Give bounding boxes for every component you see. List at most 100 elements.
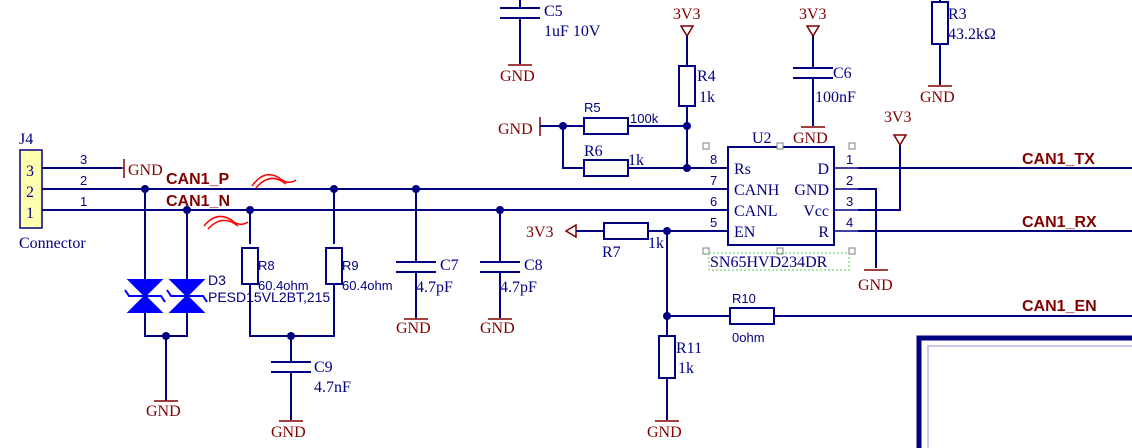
gnd-label: GND [128, 162, 163, 179]
u2-pin-gnd: GND [794, 182, 829, 199]
u2-pin-5-num: 5 [710, 215, 717, 230]
svg-text:GND: GND [480, 320, 515, 337]
r10-designator: R10 [732, 291, 756, 306]
u2-body [727, 146, 835, 246]
r6-value: 1k [628, 152, 644, 169]
r3-designator: R3 [948, 6, 967, 23]
u2-pin-2-num: 2 [846, 173, 853, 188]
svg-text:GND: GND [146, 403, 181, 420]
svg-text:GND: GND [271, 424, 306, 441]
c5-value: 1uF 10V [544, 23, 601, 40]
r11-designator: R11 [676, 340, 702, 357]
v33-symbol-r4: 3V3 [673, 6, 701, 38]
resistor-r3 [931, 1, 949, 45]
diff-pair-marker-n [203, 215, 249, 230]
v33-symbol-u2: 3V3 [884, 109, 912, 147]
u2-pin-7-num: 7 [710, 173, 717, 188]
d3-value: PESD15VL2BT,215 [208, 289, 330, 305]
r8-designator: R8 [258, 258, 275, 273]
gnd-symbol-c7: GND [396, 318, 431, 337]
svg-text:3V3: 3V3 [799, 6, 827, 23]
r10-value: 0ohm [732, 330, 765, 345]
capacitor-c5 [500, 0, 540, 64]
u2-pin-1-num: 1 [846, 152, 853, 167]
net-label-can1-n: CAN1_N [166, 193, 230, 210]
r7-designator: R7 [602, 244, 621, 261]
c8-value: 4.7pF [500, 279, 537, 296]
svg-text:GND: GND [396, 320, 431, 337]
j4-pin-2-number: 2 [80, 173, 87, 188]
svg-text:GND: GND [498, 121, 533, 138]
r4-designator: R4 [697, 68, 716, 85]
j4-pin-3-number: 3 [80, 152, 87, 167]
r5-designator: R5 [584, 100, 601, 115]
u2-pin-vcc: Vcc [803, 203, 829, 220]
u2-part-number: SN65HVD234DR [710, 254, 828, 271]
junction-dots [141, 122, 691, 340]
resistor-r8 [241, 247, 259, 285]
svg-text:GND: GND [500, 68, 535, 85]
u2-pin-3-num: 3 [846, 194, 853, 209]
u2-pin-rs: Rs [734, 161, 751, 178]
net-label-can1-p: CAN1_P [166, 171, 229, 188]
j4-pin-1-label: 1 [26, 205, 34, 222]
sheet-symbol-shadow [927, 345, 1132, 448]
svg-text:GND: GND [793, 130, 828, 147]
j4-designator: J4 [19, 131, 33, 148]
r9-value: 60.4ohm [342, 278, 393, 293]
resistor-r4 [678, 65, 696, 107]
c9-value: 4.7nF [314, 379, 351, 396]
capacitor-c7 [396, 261, 436, 273]
r3-value: 43.2kΩ [948, 26, 996, 43]
u2-pin-8-num: 8 [710, 152, 717, 167]
connector-j4: J4 3 2 1 3 2 1 Connector [19, 131, 122, 252]
r7-value: 1k [648, 235, 664, 252]
svg-text:3V3: 3V3 [884, 109, 912, 126]
r4-value: 1k [699, 89, 715, 106]
c6-value: 100nF [815, 89, 856, 106]
resistor-r9 [325, 247, 343, 285]
resistor-r6 [583, 159, 629, 177]
r6-designator: R6 [584, 143, 603, 160]
svg-text:3V3: 3V3 [526, 224, 554, 241]
resistor-r10 [729, 307, 775, 325]
gnd-symbol-c9: GND [271, 420, 306, 441]
u2-pin-canl: CANL [734, 203, 778, 220]
svg-text:GND: GND [858, 277, 893, 294]
c7-designator: C7 [440, 257, 459, 274]
u2-pin-en: EN [734, 224, 756, 241]
svg-text:3V3: 3V3 [673, 6, 701, 23]
v33-symbol-c6: 3V3 [799, 6, 827, 38]
gnd-symbol-r5: GND [498, 117, 541, 138]
gnd-symbol-c5: GND [500, 64, 535, 85]
d3-designator: D3 [208, 272, 226, 288]
gnd-symbol-c6: GND [793, 126, 828, 147]
sheet-symbol-border [916, 335, 1132, 448]
gnd-symbol-r11: GND [647, 420, 682, 441]
resistor-r5 [583, 117, 629, 135]
gnd-symbol-d3: GND [146, 400, 181, 420]
resistor-r7 [603, 222, 649, 240]
u2-pin-canh: CANH [734, 182, 780, 199]
capacitor-c9 [271, 361, 311, 373]
svg-text:GND: GND [647, 424, 682, 441]
net-label-can1-rx: CAN1_RX [1022, 214, 1097, 231]
c9-designator: C9 [314, 359, 333, 376]
gnd-symbol-c8: GND [480, 318, 515, 337]
svg-text:GND: GND [920, 89, 955, 106]
j4-pin-3-label: 3 [26, 163, 34, 180]
c6-designator: C6 [833, 65, 852, 82]
r11-value: 1k [678, 360, 694, 377]
gnd-symbol-u2: GND [858, 269, 893, 294]
c5-designator: C5 [544, 3, 563, 20]
diff-pair-marker-p [251, 173, 297, 189]
u2-pin-d: D [817, 161, 829, 178]
r9-designator: R9 [342, 258, 359, 273]
r5-value: 100k [630, 111, 659, 126]
u2-pin-4-num: 4 [846, 215, 853, 230]
r8-value: 60.4ohm [258, 278, 309, 293]
tvs-diode-d3 [124, 279, 208, 313]
net-label-can1-tx: CAN1_TX [1022, 151, 1095, 168]
wire-u2-vcc [858, 145, 901, 211]
